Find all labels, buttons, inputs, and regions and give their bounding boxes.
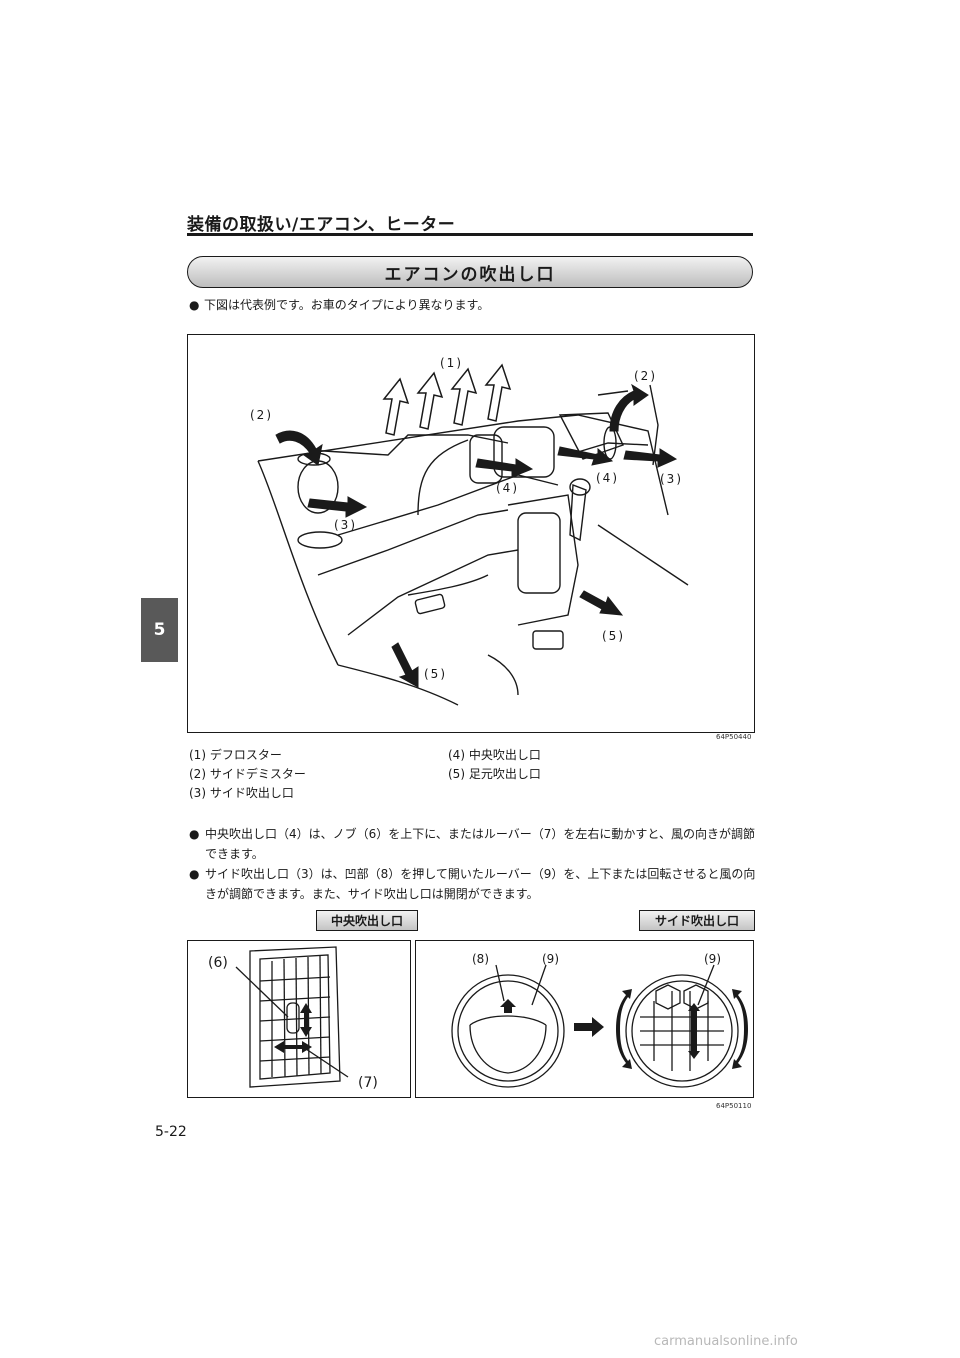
callout-3-left: (3) bbox=[334, 518, 357, 532]
side-vent-illustration: (8) (9) (9) bbox=[451, 952, 748, 1088]
callout-2-right: (2) bbox=[634, 369, 657, 383]
callout-6: (6) bbox=[208, 955, 228, 971]
legend-item: (1) デフロスター bbox=[189, 748, 282, 762]
center-vent-illustration: (6) (7) bbox=[208, 946, 378, 1091]
tag-side-vent: サイド吹出し口 bbox=[639, 910, 755, 931]
legend-item: (2) サイドデミスター bbox=[189, 767, 306, 781]
legend-item: (4) 中央吹出し口 bbox=[448, 748, 541, 762]
note: ● 下図は代表例です。お車のタイプにより異なります。 bbox=[189, 296, 489, 315]
bullet-icon: ● bbox=[189, 827, 200, 841]
bullet-icon: ● bbox=[189, 867, 200, 881]
bullet-icon: ● bbox=[189, 298, 200, 312]
paragraphs: ● 中央吹出し口（4）は、ノブ（6）を上下に、またはルーバー（7）を左右に動かすと… bbox=[189, 824, 759, 904]
legend-item: (5) 足元吹出し口 bbox=[448, 767, 541, 781]
header-title: 装備の取扱い/エアコン、ヒーター bbox=[187, 215, 456, 235]
figure2-code: 64P50110 bbox=[716, 1102, 752, 1110]
callout-8: (8) bbox=[472, 952, 489, 966]
figure-side-vent: (8) (9) (9) bbox=[415, 940, 754, 1098]
callout-7: (7) bbox=[358, 1075, 378, 1091]
callout-9-right: (9) bbox=[704, 952, 721, 966]
watermark: carmanualsonline.info bbox=[654, 1334, 798, 1349]
legend-col-right: (4) 中央吹出し口 (5) 足元吹出し口 bbox=[448, 746, 541, 784]
callout-2-left: (2) bbox=[250, 408, 273, 422]
figure1-code: 64P50440 bbox=[716, 733, 752, 741]
callout-1: (1) bbox=[440, 356, 463, 370]
paragraph: ● サイド吹出し口（3）は、凹部（8）を押して開いたルーバー（9）を、上下または回… bbox=[189, 864, 759, 904]
header-rule bbox=[187, 233, 753, 236]
callout-5-left: (5) bbox=[424, 667, 447, 681]
section-title: エアコンの吹出し口 bbox=[187, 256, 753, 288]
chapter-tab: 5 bbox=[141, 598, 178, 662]
paragraph-text: 中央吹出し口（4）は、ノブ（6）を上下に、またはルーバー（7）を左右に動かすと、… bbox=[205, 827, 755, 861]
callout-4-right: (4) bbox=[596, 471, 619, 485]
dashboard-illustration: (1) (2) (2) (4) (3) (4) (3) (5) (5) bbox=[250, 356, 689, 706]
legend-item: (3) サイド吹出し口 bbox=[189, 786, 294, 800]
paragraph-text: サイド吹出し口（3）は、凹部（8）を押して開いたルーバー（9）を、上下または回転… bbox=[205, 867, 756, 901]
tag-center-vent: 中央吹出し口 bbox=[316, 910, 418, 931]
figure-dashboard: (1) (2) (2) (4) (3) (4) (3) (5) (5) bbox=[187, 334, 755, 733]
callout-9-left: (9) bbox=[542, 952, 559, 966]
callout-4-center: (4) bbox=[496, 481, 519, 495]
callout-5-right: (5) bbox=[602, 629, 625, 643]
callout-3-right: (3) bbox=[660, 472, 683, 486]
note-text: 下図は代表例です。お車のタイプにより異なります。 bbox=[204, 298, 490, 312]
figure-center-vent: (6) (7) bbox=[187, 940, 411, 1098]
page-number: 5-22 bbox=[155, 1124, 187, 1140]
paragraph: ● 中央吹出し口（4）は、ノブ（6）を上下に、またはルーバー（7）を左右に動かすと… bbox=[189, 824, 759, 864]
legend-col-left: (1) デフロスター (2) サイドデミスター (3) サイド吹出し口 bbox=[189, 746, 306, 803]
